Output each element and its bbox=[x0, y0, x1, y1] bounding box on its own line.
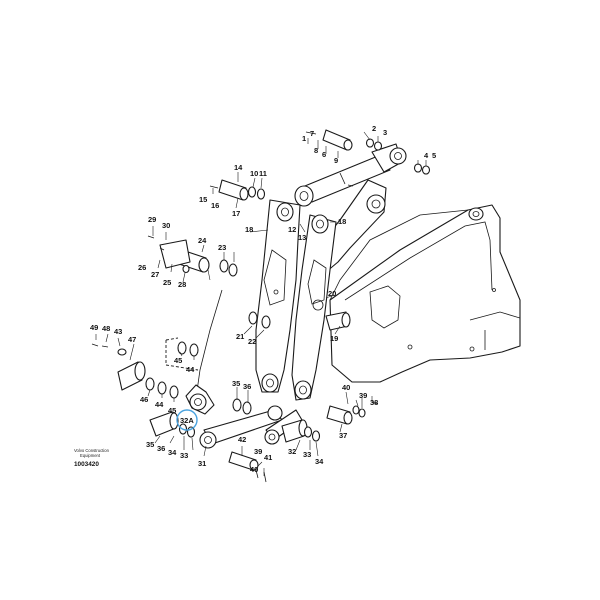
callout-31: 31 bbox=[198, 459, 206, 468]
figure-number: 1003420 bbox=[74, 461, 99, 468]
callout-11: 11 bbox=[259, 169, 267, 178]
callout-37: 37 bbox=[339, 431, 347, 440]
callout-25: 25 bbox=[163, 278, 171, 287]
leader-lines bbox=[95, 131, 427, 476]
callout-30: 30 bbox=[162, 221, 170, 230]
callout-28: 28 bbox=[178, 280, 186, 289]
callout-20: 20 bbox=[328, 289, 336, 298]
callout-6: 6 bbox=[322, 150, 326, 159]
tilt-cylinder bbox=[294, 143, 407, 207]
callout-42: 42 bbox=[238, 435, 246, 444]
callout-48: 48 bbox=[102, 324, 110, 333]
callout-13: 13 bbox=[298, 233, 306, 242]
callout-15: 15 bbox=[199, 195, 207, 204]
lift-arm-center bbox=[291, 214, 337, 401]
callout-40b: 40 bbox=[250, 465, 258, 474]
callout-43: 43 bbox=[114, 327, 122, 336]
callout-17: 17 bbox=[232, 209, 240, 218]
callout-7: 7 bbox=[310, 129, 314, 138]
callout-45a: 45 bbox=[174, 356, 182, 365]
callout-47: 47 bbox=[128, 335, 136, 344]
callout-22: 22 bbox=[248, 337, 256, 346]
pins-and-hardware bbox=[91, 129, 431, 483]
callout-32A: 32A bbox=[180, 416, 194, 425]
callout-36b: 36 bbox=[243, 382, 251, 391]
boom-outline bbox=[195, 209, 469, 399]
callout-34a: 34 bbox=[168, 448, 177, 457]
callout-49: 49 bbox=[90, 323, 98, 332]
callout-9: 9 bbox=[334, 156, 338, 165]
callout-18a: 18 bbox=[245, 225, 253, 234]
callout-26: 26 bbox=[138, 263, 146, 272]
callout-5: 5 bbox=[432, 151, 436, 160]
callout-12: 12 bbox=[288, 225, 296, 234]
callout-21: 21 bbox=[236, 332, 244, 341]
callout-39b: 39 bbox=[254, 447, 262, 456]
callout-19: 19 bbox=[330, 334, 338, 343]
callout-18b: 18 bbox=[338, 217, 346, 226]
callout-16: 16 bbox=[211, 201, 219, 210]
callout-29: 29 bbox=[148, 215, 156, 224]
callout-3: 3 bbox=[383, 128, 387, 137]
figure-caption: Volvo Construction Equipment 1003420 bbox=[74, 448, 110, 468]
front-frame bbox=[329, 204, 521, 383]
callout-labels: 1 2 3 4 5 6 7 8 9 10 11 12 13 14 15 16 1… bbox=[90, 124, 436, 474]
callout-33b: 33 bbox=[303, 450, 311, 459]
caption-line-2: Equipment bbox=[80, 453, 101, 458]
callout-44a: 44 bbox=[186, 365, 195, 374]
callout-4: 4 bbox=[424, 151, 429, 160]
callout-38: 38 bbox=[370, 398, 378, 407]
callout-36a: 36 bbox=[157, 444, 165, 453]
callout-40a: 40 bbox=[342, 383, 350, 392]
callout-34b: 34 bbox=[315, 457, 324, 466]
callout-35a: 35 bbox=[146, 440, 154, 449]
callout-10: 10 bbox=[250, 169, 258, 178]
callout-2: 2 bbox=[372, 124, 376, 133]
callout-14: 14 bbox=[234, 163, 243, 172]
callout-23: 23 bbox=[218, 243, 226, 252]
callout-35b: 35 bbox=[232, 379, 240, 388]
highlight-32A bbox=[176, 409, 198, 431]
callout-39a: 39 bbox=[359, 391, 367, 400]
callout-24: 24 bbox=[198, 236, 207, 245]
callout-32: 32 bbox=[288, 447, 296, 456]
callout-44b: 44 bbox=[155, 400, 164, 409]
callout-1: 1 bbox=[302, 134, 306, 143]
caption-line-1: Volvo Construction bbox=[74, 448, 110, 453]
callout-33a: 33 bbox=[180, 451, 188, 460]
callout-46: 46 bbox=[140, 395, 148, 404]
callout-45b: 45 bbox=[168, 406, 176, 415]
lift-arm-left bbox=[255, 199, 301, 393]
callout-41: 41 bbox=[264, 453, 272, 462]
callout-27: 27 bbox=[151, 270, 159, 279]
callout-8: 8 bbox=[314, 146, 318, 155]
